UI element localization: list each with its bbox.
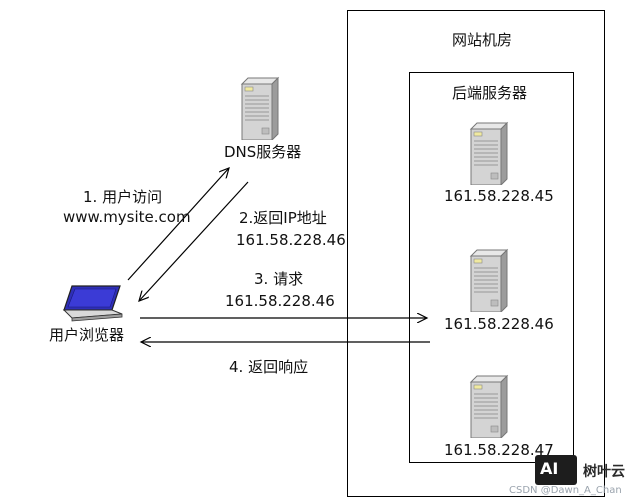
watermark-logo-text: AI [540, 459, 559, 478]
watermark-credit: CSDN @Dawn_A_Chan [509, 485, 622, 496]
dns-server-label: DNS服务器 [224, 143, 302, 161]
arrow-dns-to-user [139, 181, 249, 301]
step1-value: www.mysite.com [63, 208, 191, 226]
watermark-logo [535, 455, 577, 485]
watermark-brand: 树叶云 [583, 464, 625, 480]
laptop-icon [62, 285, 123, 322]
arrow-user-to-dns [127, 168, 229, 281]
backend-server-2-ip: 161.58.228.46 [444, 315, 554, 333]
backend-server-3-icon [469, 374, 509, 438]
datacenter-title: 网站机房 [452, 31, 513, 49]
backend-server-2-icon [469, 248, 509, 312]
step2-title: 2.返回IP地址 [239, 209, 327, 227]
step4-title: 4. 返回响应 [229, 358, 309, 376]
backend-server-3-ip: 161.58.228.47 [444, 441, 554, 459]
backend-server-1-ip: 161.58.228.45 [444, 187, 554, 205]
datacenter-box [347, 10, 605, 497]
backend-box [409, 72, 574, 463]
step2-value: 161.58.228.46 [236, 231, 346, 249]
step3-value: 161.58.228.46 [225, 292, 335, 310]
dns-server-icon [240, 76, 280, 140]
backend-server-1-icon [469, 121, 509, 185]
backend-title: 后端服务器 [452, 84, 528, 102]
step3-title: 3. 请求 [254, 270, 304, 288]
step1-title: 1. 用户访问 [83, 188, 163, 206]
client-label: 用户浏览器 [49, 326, 125, 344]
